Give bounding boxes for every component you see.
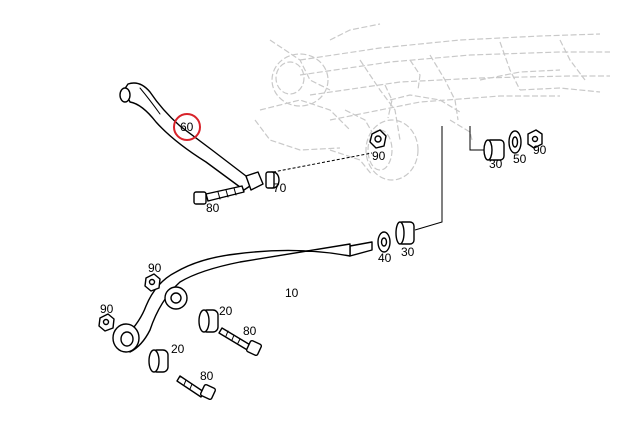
label-20-upper[interactable]: 20	[219, 304, 233, 318]
link-bushing[interactable]	[245, 171, 280, 191]
arm-bushing-lower[interactable]	[148, 349, 169, 373]
label-40[interactable]: 40	[378, 251, 392, 265]
label-90-right[interactable]: 90	[533, 143, 547, 157]
arm-bushing-upper[interactable]	[198, 309, 219, 333]
label-30-rod[interactable]: 30	[401, 245, 415, 259]
label-80[interactable]: 80	[206, 201, 220, 215]
label-70[interactable]: 70	[273, 181, 287, 195]
frame-nut-right[interactable]	[527, 129, 543, 149]
label-80-upper[interactable]: 80	[243, 324, 257, 338]
sway-bar-link[interactable]	[119, 82, 251, 191]
frame-bushing-right[interactable]	[483, 139, 505, 161]
leader-lines	[267, 126, 486, 231]
rod-washer[interactable]	[377, 231, 391, 253]
label-30-right[interactable]: 30	[489, 157, 503, 171]
frame-nut[interactable]	[369, 129, 387, 149]
label-20-lower[interactable]: 20	[171, 342, 185, 356]
arm-nut-left[interactable]	[98, 313, 115, 332]
label-90-arm-upper[interactable]: 90	[148, 261, 162, 275]
link-bolt[interactable]	[193, 185, 245, 205]
arm-nut-upper[interactable]	[144, 273, 161, 292]
label-60[interactable]: 60	[180, 120, 194, 134]
main-arm[interactable]	[112, 241, 373, 353]
frame-washer-right[interactable]	[508, 130, 522, 154]
arm-bolt-upper[interactable]	[218, 327, 263, 357]
label-90-arm-left[interactable]: 90	[100, 302, 114, 316]
highlight-ring	[173, 113, 201, 141]
label-90-frame[interactable]: 90	[372, 149, 386, 163]
label-50[interactable]: 50	[513, 152, 527, 166]
label-10[interactable]: 10	[285, 286, 299, 300]
rod-bushing[interactable]	[395, 221, 415, 245]
callout-labels: 60 70 80 90 30 50 90 40 30 10 90 90 20 8…	[100, 113, 547, 383]
label-80-lower[interactable]: 80	[200, 369, 214, 383]
arm-bolt-lower[interactable]	[176, 375, 217, 401]
chassis-frame	[254, 23, 610, 181]
